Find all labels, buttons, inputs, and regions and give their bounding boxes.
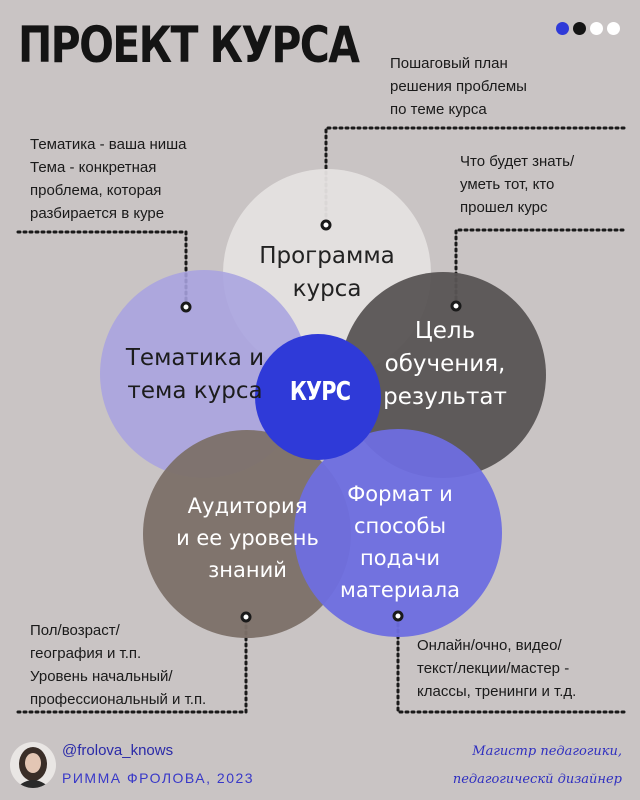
header-dots [556, 22, 620, 35]
marker-goal [450, 300, 462, 312]
footer: @frolova_knows РИММА ФРОЛОВА, 2023 Магис… [0, 734, 640, 800]
label-audience: Аудитория и ее уровень знаний [176, 494, 319, 582]
note-program: Пошаговый план решения проблемы по теме … [390, 55, 527, 118]
marker-format [392, 610, 404, 622]
avatar [10, 742, 56, 788]
marker-program [320, 219, 332, 231]
marker-audience [240, 611, 252, 623]
label-program: Программа курса [259, 243, 395, 302]
page-title: ПРОЕКТ КУРСА [18, 16, 360, 74]
circle-audience [143, 430, 351, 638]
author-handle: @frolova_knows [62, 742, 174, 759]
header-dot [607, 22, 620, 35]
label-core: КУРС [289, 377, 351, 407]
author-tagline: Магистр педагогики, педагогическй дизайн… [452, 744, 622, 787]
circle-format [294, 429, 502, 637]
label-topic: Тематика и тема курса [125, 345, 265, 404]
connector-format [396, 616, 626, 714]
author-name: РИММА ФРОЛОВА, 2023 [62, 770, 255, 786]
marker-topic [180, 301, 192, 313]
circle-goal [340, 272, 546, 478]
note-audience: Пол/возраст/ география и т.п. Уровень на… [30, 622, 207, 708]
label-format: Формат и способы подачи материала [339, 482, 460, 602]
circle-core [255, 334, 381, 460]
header-dot [590, 22, 603, 35]
header-dot [573, 22, 586, 35]
note-format: Онлайн/очно, видео/ текст/лекции/мастер … [417, 637, 577, 700]
circle-topic [100, 270, 308, 478]
note-topic: Тематика - ваша ниша Тема - конкретная п… [30, 136, 187, 222]
header-dot [556, 22, 569, 35]
avatar-portrait-icon [16, 747, 50, 788]
connector-audience [16, 618, 248, 714]
label-goal: Цель обучения, результат [383, 318, 507, 410]
note-goal: Что будет знать/ уметь тот, кто прошел к… [460, 153, 575, 216]
